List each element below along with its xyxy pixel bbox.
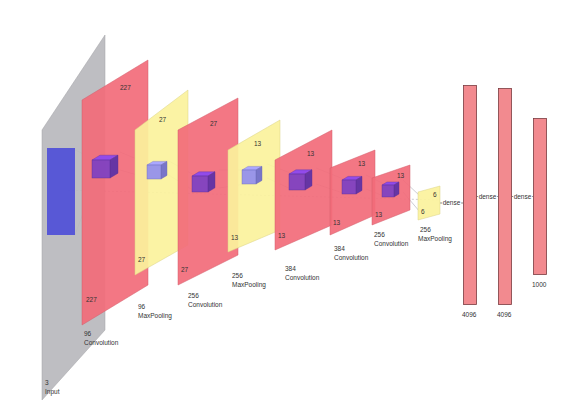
dimension-label: 13: [375, 211, 382, 219]
dimension-label: 13: [278, 232, 285, 240]
depth-label: 256: [374, 231, 385, 239]
layer-type-label: Input: [45, 388, 59, 396]
layer-plane: [228, 120, 280, 252]
dimension-label: 13: [333, 219, 340, 227]
dimension-label: 13: [254, 140, 261, 148]
dense-bar: [498, 88, 512, 305]
layer-type-label: MaxPooling: [418, 235, 452, 243]
dimension-label: 13: [358, 160, 365, 168]
dimension-label: 227: [86, 296, 97, 304]
dense-layer: 4096: [498, 88, 512, 305]
dimension-label: 6: [421, 208, 425, 216]
dense-bar: [533, 118, 547, 275]
convolution-layer: 1313384Convolution: [275, 130, 332, 250]
layer-type-label: Convolution: [285, 274, 319, 282]
layer-type-label: MaxPooling: [138, 312, 172, 320]
dimension-label: 227: [120, 84, 131, 92]
layer-type-label: MaxPooling: [232, 281, 266, 289]
unit-count-label: 1000: [532, 281, 546, 289]
dimension-label: 13: [307, 150, 314, 158]
layer-type-label: Convolution: [334, 254, 368, 262]
layer-type-label: Convolution: [188, 301, 222, 309]
depth-label: 256: [188, 292, 199, 300]
depth-label: 96: [84, 330, 91, 338]
edge-label: dense: [442, 199, 462, 207]
unit-count-label: 4096: [497, 311, 511, 319]
dimension-label: 27: [210, 120, 217, 128]
edge-label: dense: [478, 193, 498, 201]
depth-label: 384: [285, 265, 296, 273]
layer-type-label: Convolution: [84, 339, 118, 347]
dense-layer: 1000: [533, 118, 547, 275]
depth-label: 96: [138, 303, 145, 311]
pooling-layer: 66256MaxPooling: [418, 186, 440, 220]
dimension-label: 27: [181, 266, 188, 274]
dense-bar: [463, 85, 477, 305]
dimension-label: 13: [397, 172, 404, 180]
layer-type-label: Convolution: [374, 240, 408, 248]
depth-label: 256: [232, 272, 243, 280]
dimension-label: 6: [433, 191, 437, 199]
pooling-layer: 1313256MaxPooling: [228, 120, 280, 252]
depth-label: 3: [45, 379, 49, 387]
dense-layer: 4096: [463, 85, 477, 305]
depth-label: 256: [420, 226, 431, 234]
convolution-layer: 1313256Convolution: [372, 165, 410, 225]
dimension-label: 13: [231, 234, 238, 242]
edge-label: dense: [513, 193, 533, 201]
dimension-label: 27: [138, 256, 145, 264]
convolution-layer: 1313384Convolution: [330, 150, 375, 235]
dimension-label: 27: [159, 116, 166, 124]
unit-count-label: 4096: [462, 311, 476, 319]
depth-label: 384: [334, 245, 345, 253]
